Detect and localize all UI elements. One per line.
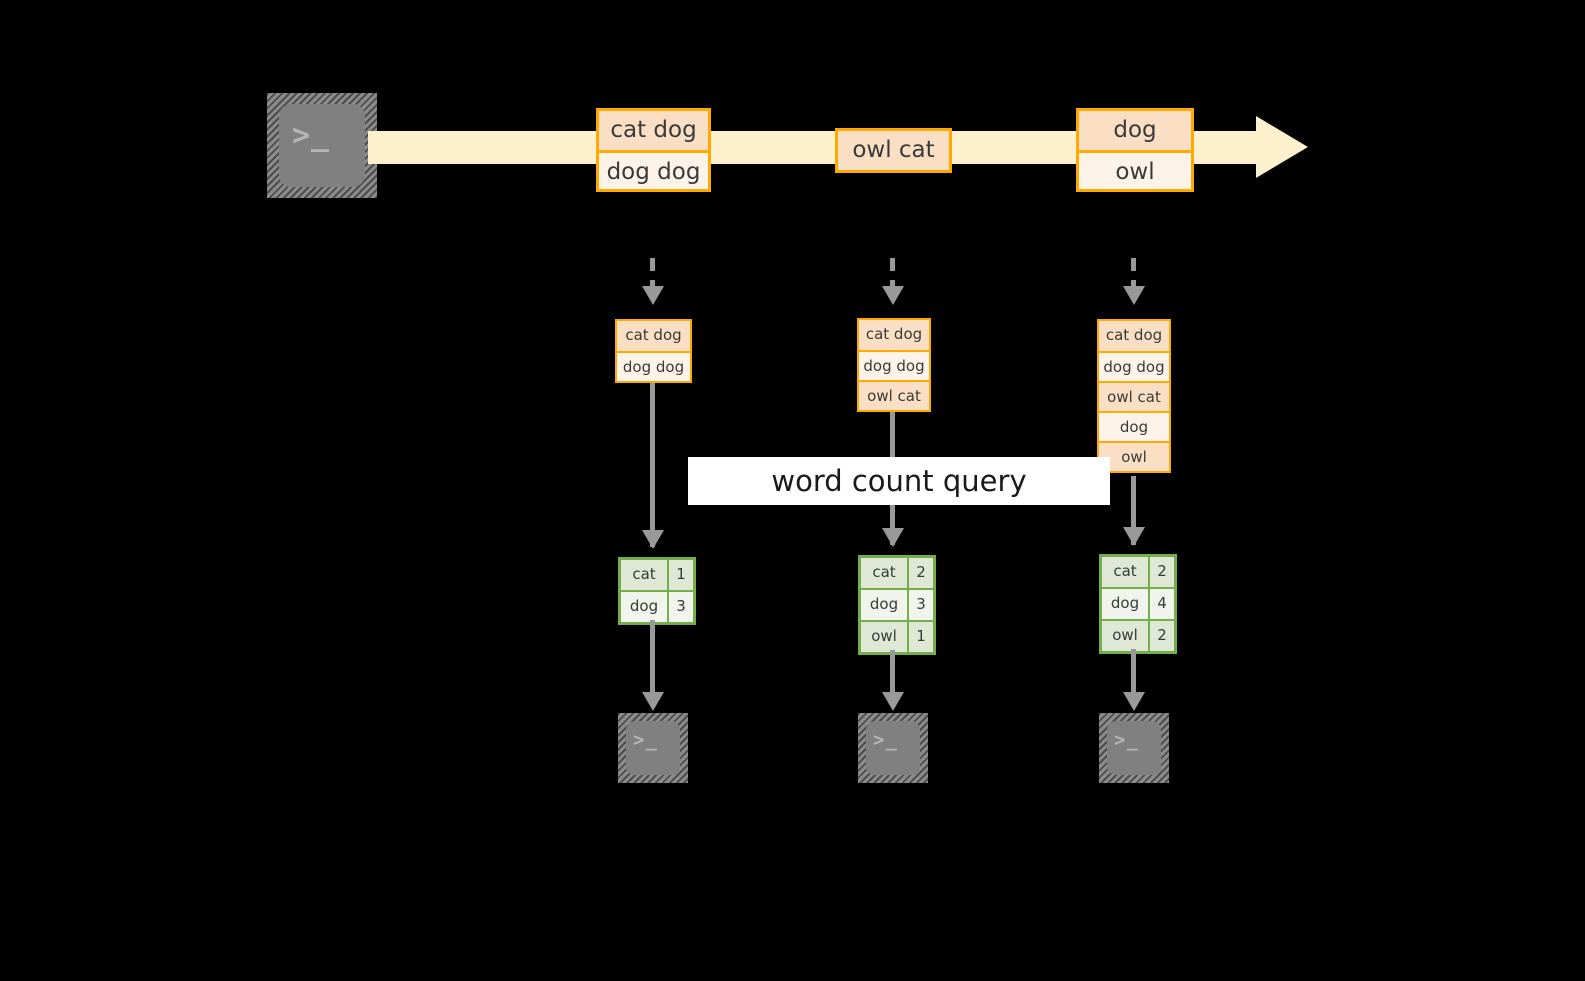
dashed-connector-1 <box>650 258 655 286</box>
arrowhead-icon <box>882 692 904 711</box>
terminal-prompt-glyph: >_ <box>633 729 658 751</box>
result-count: 3 <box>667 592 693 622</box>
sink-terminal-icon-3: >_ <box>1099 713 1169 783</box>
result-word: dog <box>1102 589 1148 619</box>
result-word: cat <box>1102 557 1148 587</box>
table-row: dog 4 <box>1102 587 1174 619</box>
buffer-line: cat dog <box>617 321 690 351</box>
buffer-line: dog dog <box>859 350 929 380</box>
sink-terminal-icon-1: >_ <box>618 713 688 783</box>
result-word: owl <box>1102 621 1148 651</box>
result-count: 1 <box>667 560 693 590</box>
terminal-prompt-glyph: >_ <box>292 118 331 153</box>
result-word: cat <box>861 558 907 588</box>
result-word: cat <box>621 560 667 590</box>
result-count: 3 <box>907 590 933 620</box>
result-table-2[interactable]: cat 2 dog 3 owl 1 <box>858 555 936 655</box>
arrowhead-icon <box>882 528 904 547</box>
stream-arrow-head-icon <box>1256 116 1308 178</box>
sink-connector-1 <box>650 620 655 692</box>
result-count: 2 <box>1148 621 1174 651</box>
buffer-box-2[interactable]: cat dog dog dog owl cat <box>857 318 931 412</box>
result-count: 2 <box>907 558 933 588</box>
buffer-line: cat dog <box>859 320 929 350</box>
result-count: 4 <box>1148 589 1174 619</box>
source-terminal-icon: >_ <box>267 93 377 198</box>
result-word: dog <box>861 590 907 620</box>
terminal-screen <box>626 721 680 775</box>
arrowhead-icon <box>642 286 664 305</box>
sink-connector-3 <box>1131 649 1136 692</box>
buffer-line: dog dog <box>617 351 690 381</box>
result-count: 2 <box>1148 557 1174 587</box>
table-row: cat 2 <box>861 558 933 588</box>
dashed-connector-3 <box>1131 258 1136 286</box>
sink-terminal-icon-2: >_ <box>858 713 928 783</box>
buffer-line: owl cat <box>859 380 929 410</box>
result-count: 1 <box>907 622 933 652</box>
stream-event-1[interactable]: cat dog dog dog <box>596 108 711 192</box>
buffer-box-3[interactable]: cat dog dog dog owl cat dog owl <box>1097 319 1171 473</box>
stream-event-line: owl cat <box>838 131 949 170</box>
terminal-screen <box>1107 721 1161 775</box>
stream-event-2[interactable]: owl cat <box>835 128 952 173</box>
terminal-screen <box>279 104 365 187</box>
stream-event-line: dog <box>1079 111 1191 150</box>
stream-event-line: cat dog <box>599 111 708 150</box>
result-word: owl <box>861 622 907 652</box>
buffer-line: dog dog <box>1099 351 1169 381</box>
buffer-box-1[interactable]: cat dog dog dog <box>615 319 692 383</box>
table-row: owl 1 <box>861 620 933 652</box>
result-word: dog <box>621 592 667 622</box>
result-table-3[interactable]: cat 2 dog 4 owl 2 <box>1099 554 1177 654</box>
table-row: dog 3 <box>621 590 693 622</box>
arrowhead-icon <box>642 692 664 711</box>
table-row: cat 2 <box>1102 557 1174 587</box>
buffer-line: dog <box>1099 411 1169 441</box>
dashed-connector-2 <box>890 258 895 286</box>
terminal-prompt-glyph: >_ <box>1114 729 1139 751</box>
stream-event-line: dog dog <box>599 150 708 189</box>
arrowhead-icon <box>1123 527 1145 546</box>
stream-event-line: owl <box>1079 150 1191 189</box>
result-table-1[interactable]: cat 1 dog 3 <box>618 557 696 625</box>
buffer-line: owl cat <box>1099 381 1169 411</box>
table-row: owl 2 <box>1102 619 1174 651</box>
buffer-line: cat dog <box>1099 321 1169 351</box>
terminal-screen <box>866 721 920 775</box>
arrowhead-icon <box>1123 692 1145 711</box>
table-row: cat 1 <box>621 560 693 590</box>
table-row: dog 3 <box>861 588 933 620</box>
query-connector-3 <box>1131 476 1136 545</box>
arrowhead-icon <box>882 286 904 305</box>
arrowhead-icon <box>1123 286 1145 305</box>
query-connector-1 <box>650 383 655 547</box>
buffer-line: owl <box>1099 441 1169 471</box>
arrowhead-icon <box>642 530 664 549</box>
query-label: word count query <box>688 457 1110 505</box>
stream-event-3[interactable]: dog owl <box>1076 108 1194 192</box>
terminal-prompt-glyph: >_ <box>873 729 898 751</box>
sink-connector-2 <box>890 650 895 692</box>
